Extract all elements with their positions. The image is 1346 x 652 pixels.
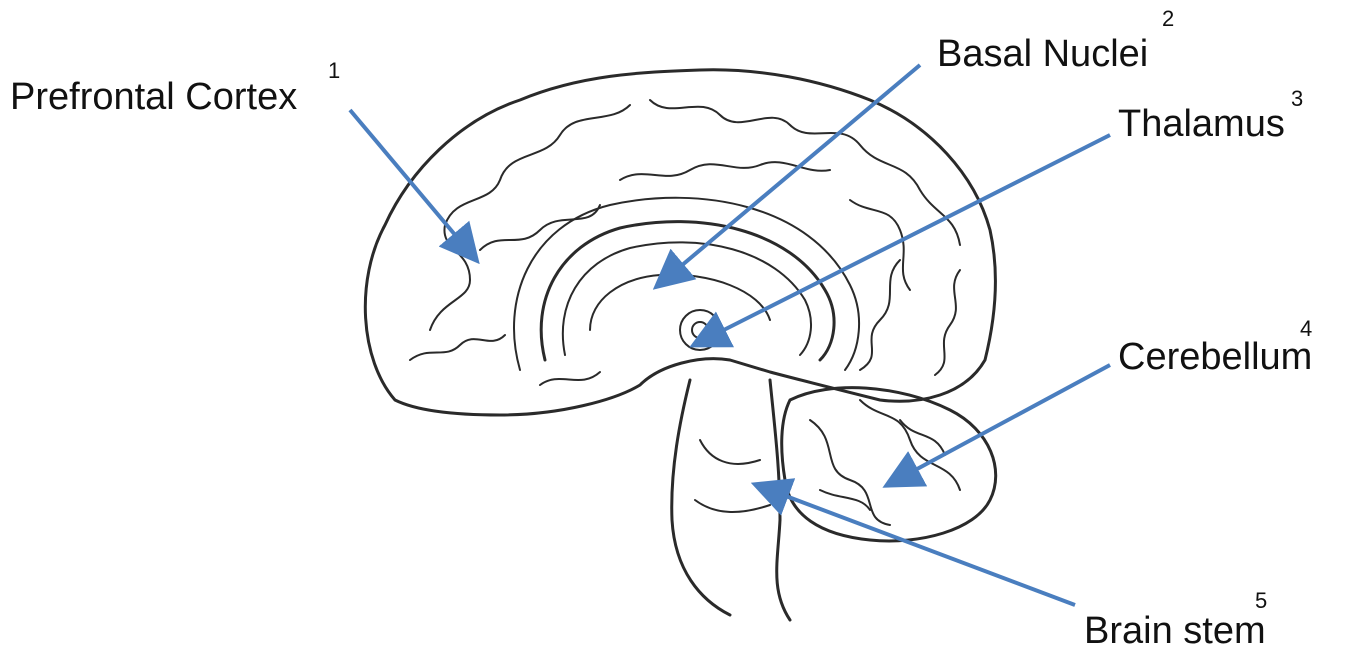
label-number-3: 3 bbox=[1291, 88, 1303, 110]
arrow-thalamus bbox=[700, 135, 1110, 342]
label-thalamus: Thalamus bbox=[1118, 105, 1285, 143]
label-number-2: 2 bbox=[1162, 8, 1174, 30]
label-number-5: 5 bbox=[1255, 590, 1267, 612]
label-brain-stem: Brain stem bbox=[1084, 612, 1266, 650]
arrow-brain-stem bbox=[762, 487, 1075, 605]
label-number-1: 1 bbox=[328, 60, 340, 82]
arrow-cerebellum bbox=[893, 365, 1110, 482]
label-number-4: 4 bbox=[1300, 318, 1312, 340]
label-prefrontal-cortex: Prefrontal Cortex bbox=[10, 78, 297, 116]
arrow-prefrontal bbox=[350, 110, 472, 255]
label-basal-nuclei: Basal Nuclei bbox=[937, 35, 1148, 73]
label-cerebellum: Cerebellum bbox=[1118, 338, 1312, 376]
